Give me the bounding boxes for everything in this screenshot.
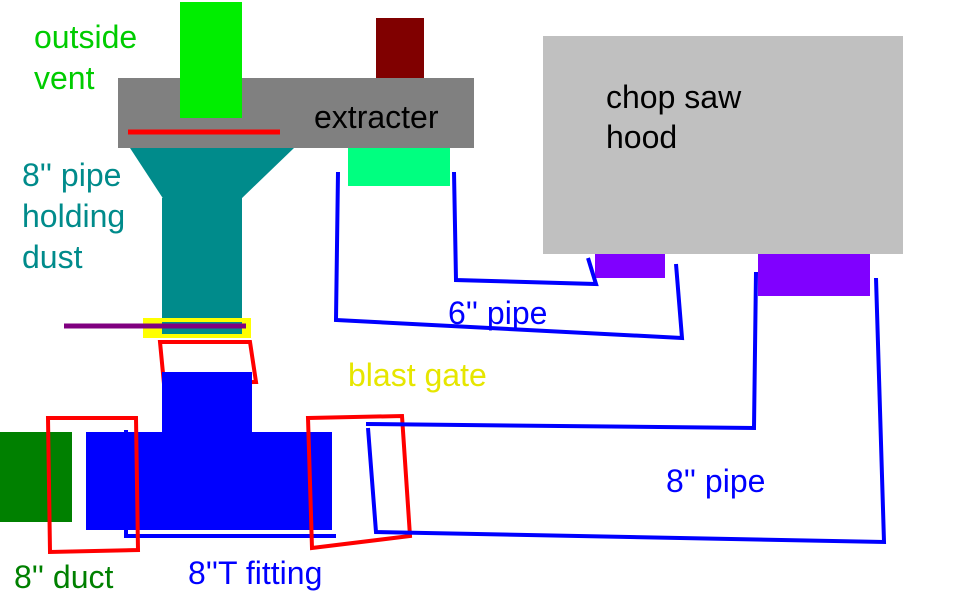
dust-pipe-label-line1: 8'' pipe — [22, 157, 121, 193]
eight-inch-duct — [0, 432, 72, 522]
blast-gate-label: blast gate — [348, 357, 487, 393]
t-fitting-body — [86, 432, 332, 530]
extractor-outlet — [348, 148, 450, 186]
extractor-motor — [376, 18, 424, 78]
extracter-label: extracter — [314, 99, 439, 135]
extractor-body — [118, 78, 474, 148]
t-fitting-connector — [124, 430, 336, 538]
chop-saw-hood — [543, 36, 903, 254]
blast-gate-marker — [157, 340, 259, 387]
eight-inch-pipe-label: 8'' pipe — [666, 463, 765, 499]
pipe-coupling-marker — [305, 413, 413, 551]
outside-vent-label-line2: vent — [34, 60, 95, 96]
dust-pipe-label-line2: holding — [22, 198, 125, 234]
eight-inch-pipe-upper — [365, 271, 758, 431]
chop-saw-hood-label-line1: chop saw — [606, 79, 742, 115]
outside-vent-lower — [180, 78, 242, 118]
dust-funnel — [130, 148, 294, 200]
dust-pipe-label-line3: dust — [22, 239, 83, 275]
duct-label: 8'' duct — [14, 559, 114, 595]
six-inch-pipe-outer — [333, 171, 685, 341]
chop-saw-hood-label-line2: hood — [606, 119, 677, 155]
t-fitting-label: 8''T fitting — [188, 555, 322, 591]
dust-pipe — [162, 198, 242, 320]
six-inch-pipe-label: 6'' pipe — [448, 295, 547, 331]
hood-port-small — [595, 254, 665, 278]
duct-coupling-marker — [45, 416, 141, 555]
hood-port-large — [758, 254, 870, 296]
t-fitting-top — [162, 372, 252, 436]
six-inch-pipe-inner — [452, 171, 599, 287]
eight-inch-pipe-lower — [366, 277, 887, 545]
outside-vent-label-line1: outside — [34, 19, 137, 55]
